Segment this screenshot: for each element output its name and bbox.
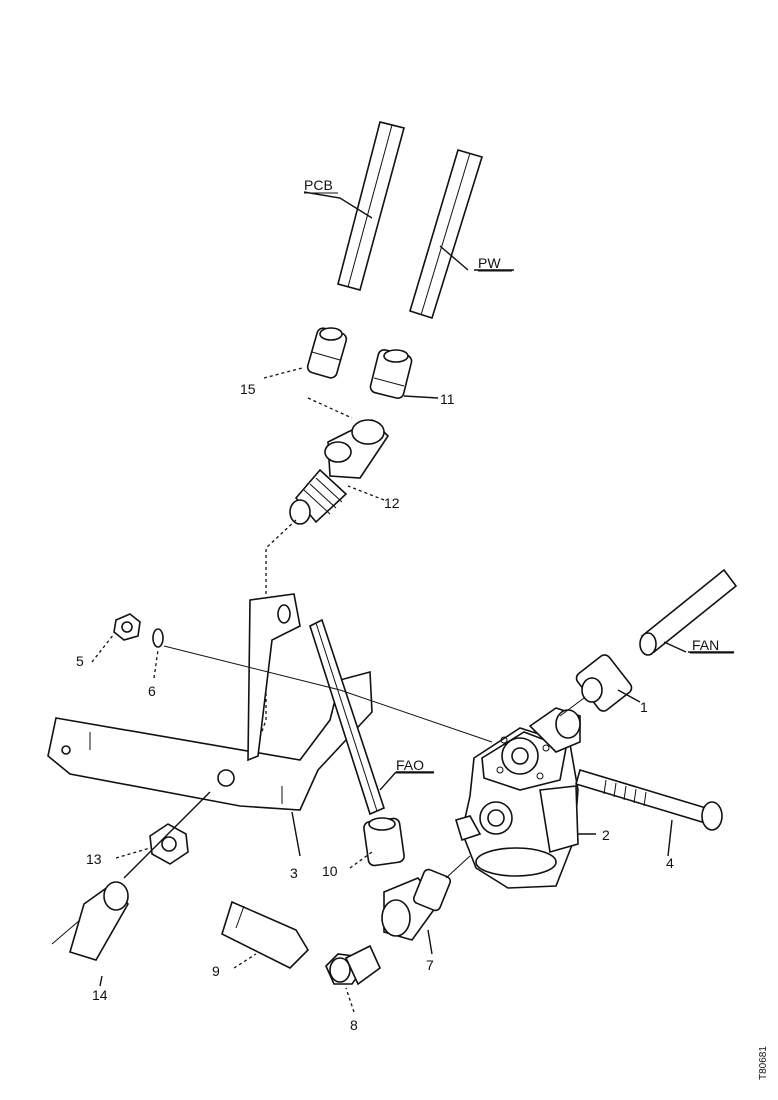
label-4: 4 <box>666 855 674 871</box>
label-fao: FAO <box>396 757 424 773</box>
label-7: 7 <box>426 957 434 973</box>
label-fan: FAN <box>692 637 719 653</box>
label-9: 9 <box>212 963 220 979</box>
tee-fitting-12 <box>289 419 390 525</box>
elbow-7 <box>381 868 452 941</box>
label-13: 13 <box>86 851 102 867</box>
nut-5 <box>113 613 141 641</box>
hose-pcb <box>337 121 405 291</box>
hose-fao <box>309 618 385 816</box>
label-pw: PW <box>478 255 501 271</box>
nut-13 <box>149 823 189 865</box>
label-3: 3 <box>290 865 298 881</box>
label-1: 1 <box>640 699 648 715</box>
label-6: 6 <box>148 683 156 699</box>
label-pcb: PCB <box>304 177 333 193</box>
label-12: 12 <box>384 495 400 511</box>
leader-lines <box>91 191 734 1013</box>
connector-1 <box>575 654 633 712</box>
label-8: 8 <box>350 1017 358 1033</box>
hose-14 <box>51 881 129 961</box>
label-2: 2 <box>602 827 610 843</box>
hose-9 <box>221 900 310 969</box>
bracket-3 <box>47 593 373 811</box>
connector-10 <box>363 817 405 867</box>
label-11: 11 <box>440 391 455 407</box>
fitting-8 <box>325 944 381 986</box>
connector-11 <box>369 349 413 399</box>
hose-fan <box>639 568 738 656</box>
bolt-4 <box>575 768 723 831</box>
label-15: 15 <box>240 381 256 397</box>
valve-2 <box>455 707 581 889</box>
connector-15 <box>306 327 348 379</box>
washer-6 <box>152 628 164 648</box>
label-10: 10 <box>322 863 338 879</box>
hose-pw <box>409 149 484 320</box>
label-14: 14 <box>92 987 108 1003</box>
figure-code: T80681 <box>758 1046 769 1080</box>
label-5: 5 <box>76 653 84 669</box>
